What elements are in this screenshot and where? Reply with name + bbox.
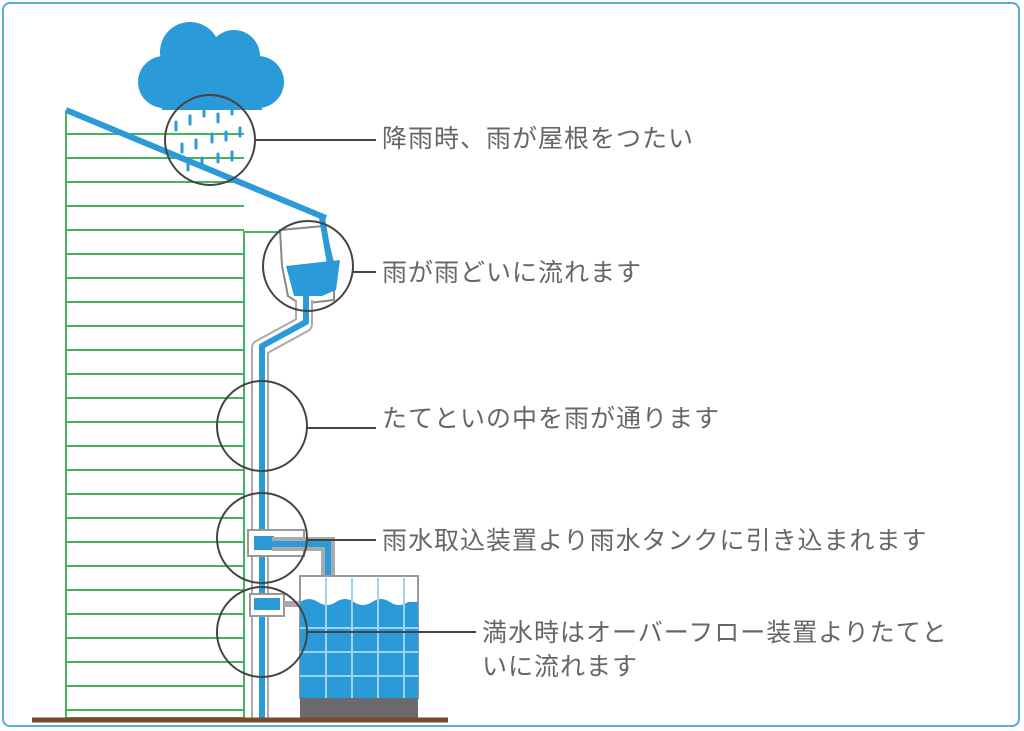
step-3-label: たてといの中を雨が通ります [382, 404, 721, 433]
step-2-label: 雨が雨どいに流れます [382, 258, 643, 287]
rain-tank [299, 575, 419, 718]
collector-device [247, 529, 335, 582]
house-siding [65, 110, 323, 719]
rain-cloud-icon [138, 22, 284, 110]
callout-circle-downspout [216, 380, 308, 472]
callout-circle-gutter [262, 220, 354, 312]
rain-drops [174, 104, 242, 172]
roof-edge [64, 107, 328, 221]
step-5-label-line1: 満水時はオーバーフロー装置よりたてと [482, 618, 948, 647]
tank-base [300, 698, 418, 718]
rainwater-flow-diagram [32, 22, 476, 723]
step-5-label-line2: いに流れます [482, 652, 639, 681]
gutter [278, 217, 340, 306]
step-5-label: 満水時はオーバーフロー装置よりたてと いに流れます [482, 616, 948, 684]
step-1-label: 降雨時、雨が屋根をつたい [382, 124, 695, 153]
overflow-device [249, 593, 304, 617]
callout-circle-collector [216, 492, 308, 584]
step-4-label: 雨水取込装置より雨水タンクに引き込まれます [382, 526, 928, 555]
